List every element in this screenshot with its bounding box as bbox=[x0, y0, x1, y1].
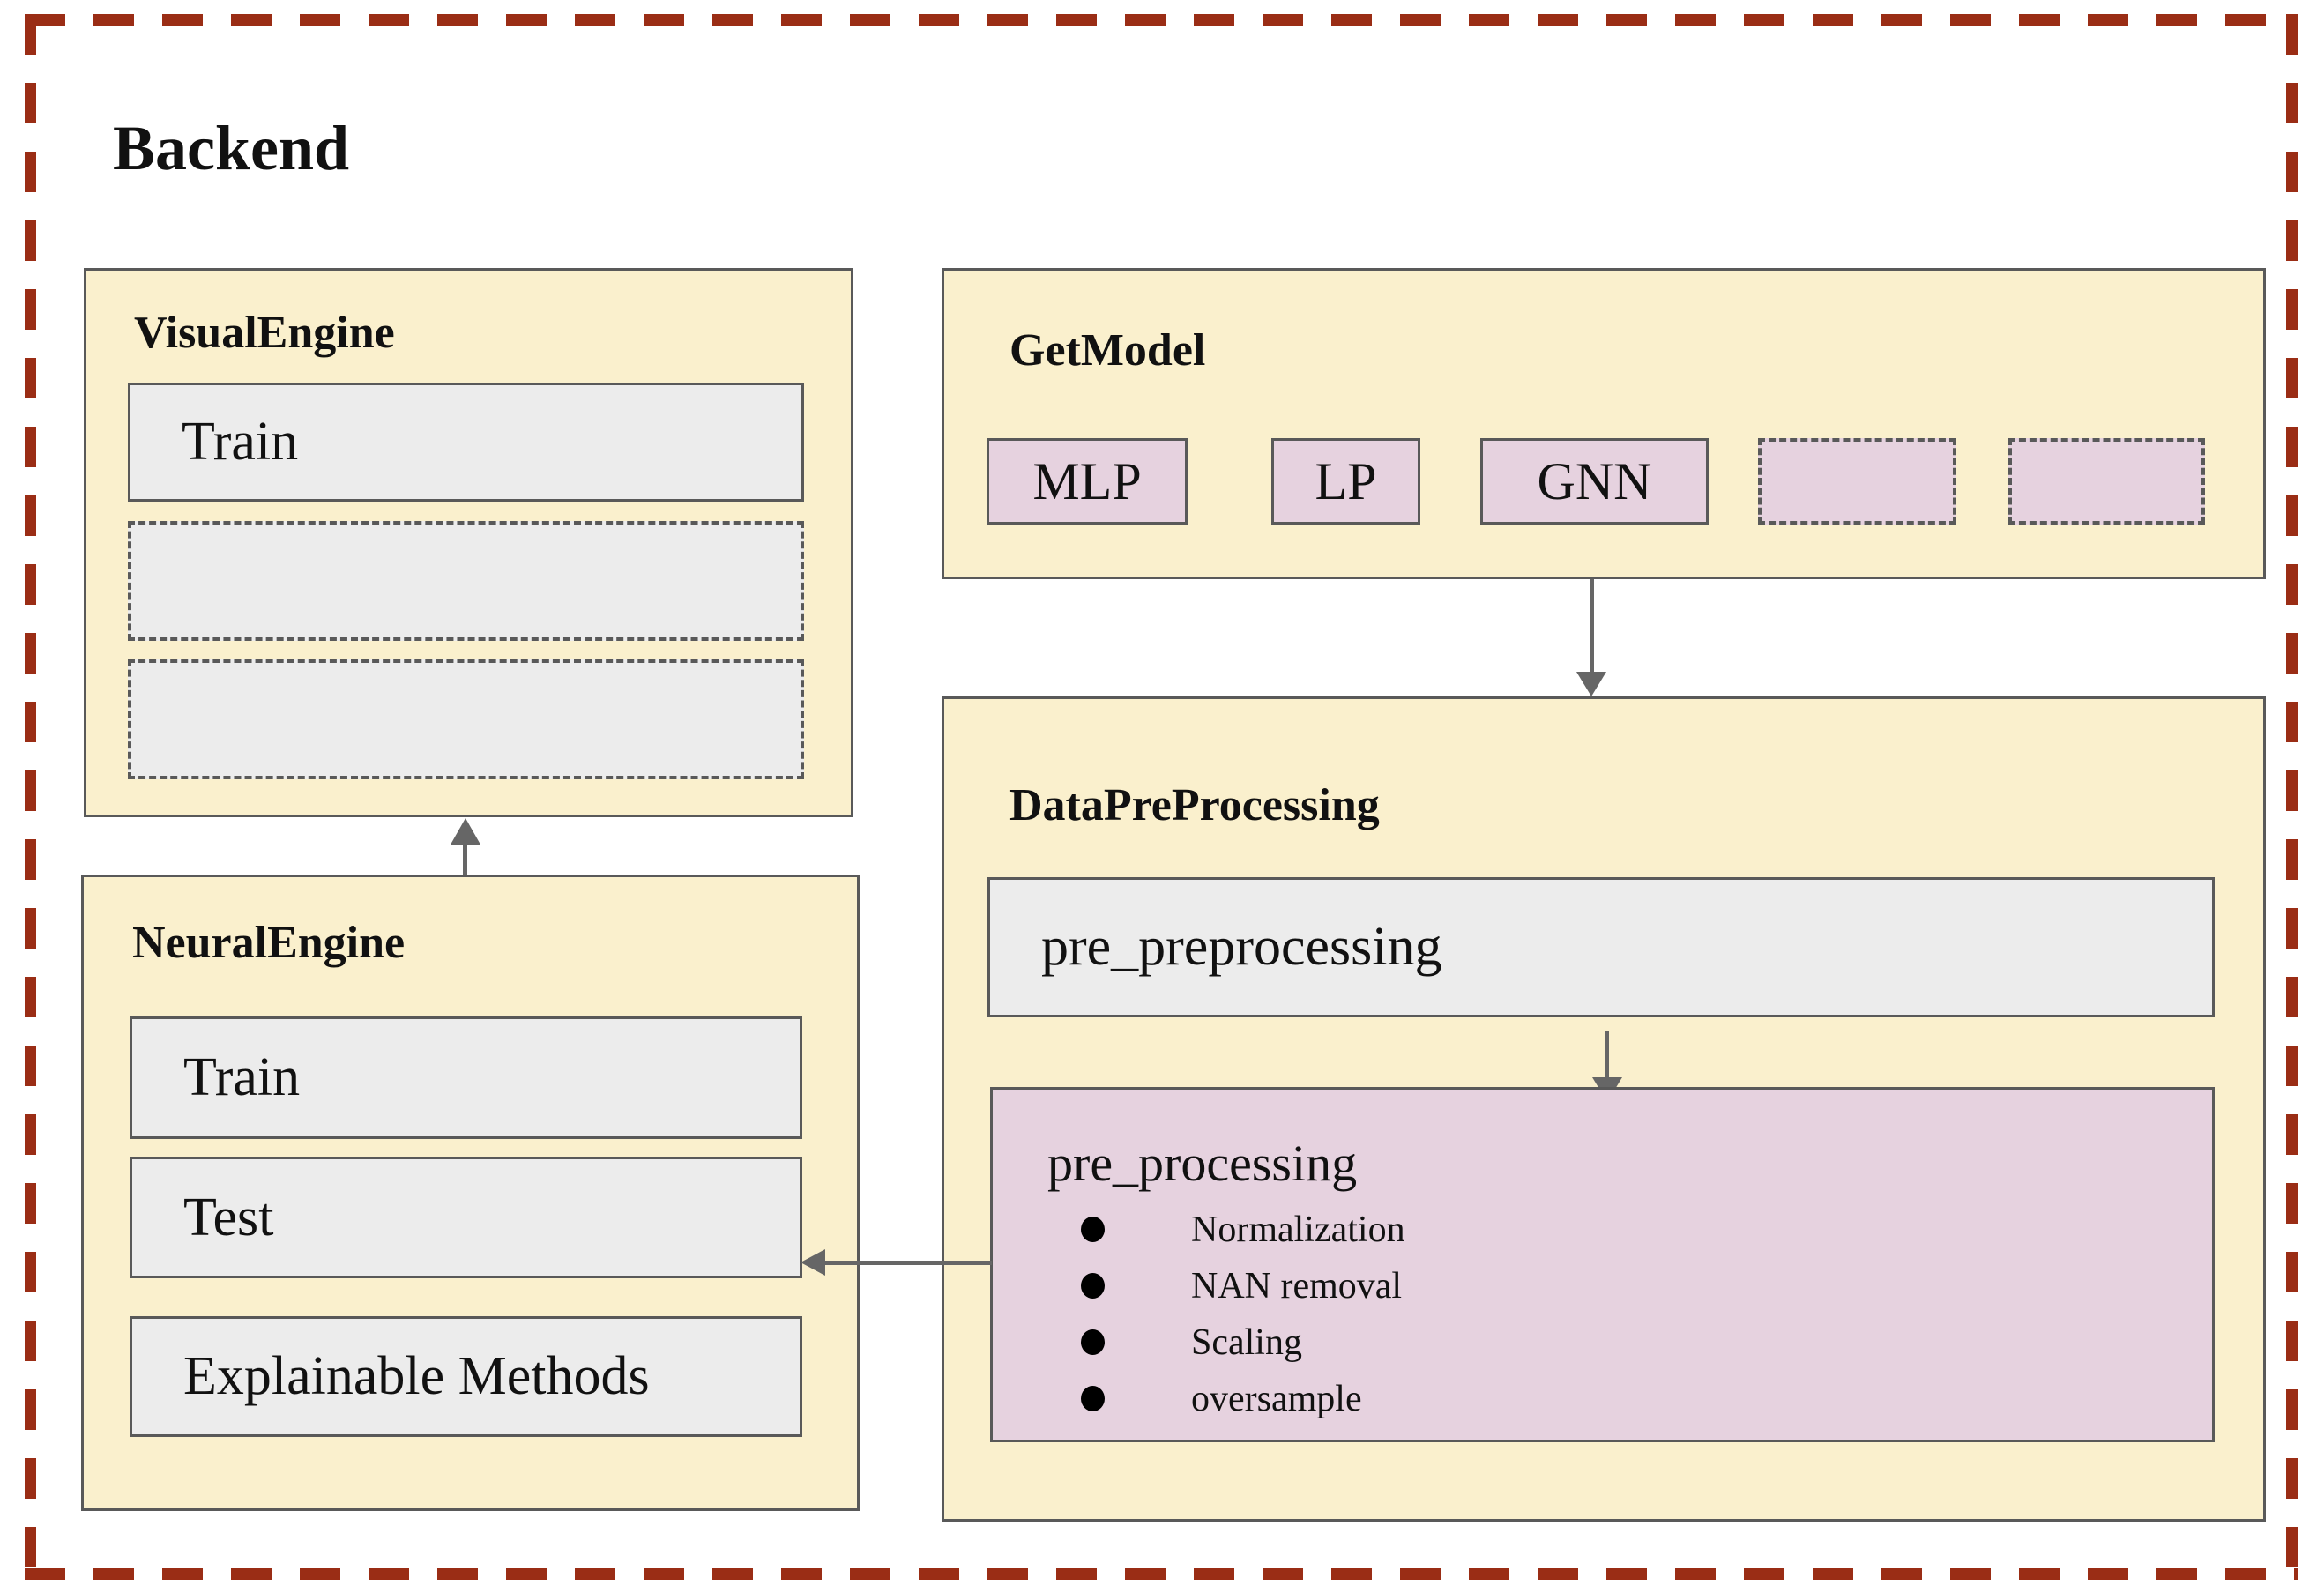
pre-preprocessing-label: pre_preprocessing bbox=[1041, 917, 1442, 977]
model-box-gnn-label: GNN bbox=[1537, 451, 1652, 510]
model-box-mlp: MLP bbox=[987, 438, 1188, 525]
visual-engine-empty-slot-1 bbox=[128, 521, 804, 641]
frame-left-border bbox=[25, 14, 36, 1580]
frame-right-border bbox=[2286, 14, 2298, 1580]
list-item: NAN removal bbox=[1047, 1268, 2177, 1305]
arrowhead-neuralengine-to-visualengine bbox=[451, 818, 480, 845]
neural-engine-explainable-methods-label: Explainable Methods bbox=[183, 1346, 650, 1406]
arrowhead-getmodel-to-datapreprocessing bbox=[1576, 672, 1606, 696]
model-box-lp-label: LP bbox=[1315, 451, 1377, 510]
pre-processing-bullet-normalization: Normalization bbox=[1191, 1209, 1405, 1250]
bullet-icon bbox=[1081, 1273, 1105, 1299]
pre-processing-bullet-nan-removal: NAN removal bbox=[1191, 1265, 1403, 1306]
model-box-empty-2 bbox=[2008, 438, 2205, 525]
neural-engine-test-label: Test bbox=[183, 1187, 274, 1247]
arrow-getmodel-to-datapreprocessing bbox=[1590, 579, 1594, 673]
pre-processing-bullet-scaling: Scaling bbox=[1191, 1321, 1302, 1363]
pre-processing-box: pre_processing Normalization NAN removal… bbox=[990, 1087, 2215, 1442]
neural-engine-train-box: Train bbox=[130, 1016, 802, 1139]
bullet-icon bbox=[1081, 1386, 1105, 1412]
list-item: Scaling bbox=[1047, 1324, 2177, 1361]
list-item: oversample bbox=[1047, 1381, 2177, 1418]
bullet-icon bbox=[1081, 1329, 1105, 1356]
get-model-panel bbox=[942, 268, 2266, 579]
neural-engine-explainable-methods-box: Explainable Methods bbox=[130, 1316, 802, 1437]
frame-bottom-border bbox=[25, 1568, 2298, 1580]
bullet-icon bbox=[1081, 1217, 1105, 1243]
frame-top-border bbox=[25, 14, 2298, 26]
arrowhead-preprocessing-to-test bbox=[801, 1249, 825, 1276]
model-box-mlp-label: MLP bbox=[1032, 451, 1142, 510]
neural-engine-title: NeuralEngine bbox=[132, 918, 406, 968]
data-preprocessing-title: DataPreProcessing bbox=[1009, 780, 1380, 830]
get-model-title: GetModel bbox=[1009, 325, 1206, 376]
arrow-prepreprocessing-to-preprocessing bbox=[1605, 1031, 1609, 1080]
visual-engine-title: VisualEngine bbox=[134, 308, 395, 358]
neural-engine-test-box: Test bbox=[130, 1157, 802, 1278]
model-box-empty-1 bbox=[1758, 438, 1956, 525]
pre-preprocessing-box: pre_preprocessing bbox=[987, 877, 2215, 1017]
model-box-gnn: GNN bbox=[1480, 438, 1709, 525]
visual-engine-train-box: Train bbox=[128, 383, 804, 502]
pre-processing-label: pre_processing bbox=[1047, 1135, 1358, 1192]
list-item: Normalization bbox=[1047, 1211, 2177, 1248]
arrow-neuralengine-to-visualengine bbox=[463, 843, 467, 875]
neural-engine-train-label: Train bbox=[183, 1047, 301, 1107]
diagram-title: Backend bbox=[113, 113, 350, 183]
arrow-preprocessing-to-test bbox=[823, 1261, 992, 1265]
pre-processing-bullet-oversample: oversample bbox=[1191, 1378, 1362, 1419]
visual-engine-train-label: Train bbox=[182, 412, 299, 472]
visual-engine-empty-slot-2 bbox=[128, 659, 804, 779]
model-box-lp: LP bbox=[1271, 438, 1420, 525]
